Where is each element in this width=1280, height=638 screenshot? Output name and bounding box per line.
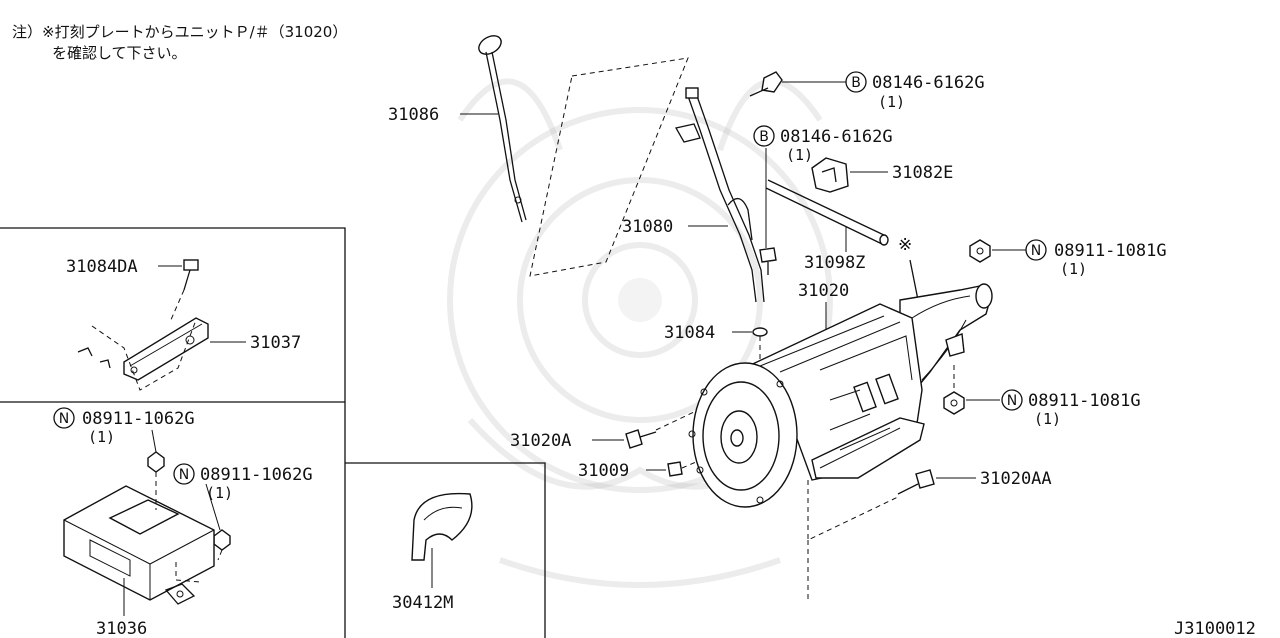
label-n4-number: 08911-1062G <box>200 465 313 485</box>
asterisk-mark: ※ <box>898 235 912 255</box>
shim-30412m <box>411 492 473 561</box>
bolt-31020a <box>625 429 657 449</box>
label-31020a: 31020A <box>510 431 571 451</box>
bolt-b1 <box>749 71 783 97</box>
n2-circle-icon <box>1001 389 1023 411</box>
label-31084da: 31084DA <box>66 257 138 277</box>
label-n2-number: 08911-1081G <box>1028 391 1141 411</box>
nut-n1 <box>969 239 991 263</box>
filler-tube-31080 <box>674 87 765 303</box>
watermark-emblem <box>447 78 833 588</box>
transmission-31020 <box>688 283 993 508</box>
label-31009: 31009 <box>578 461 629 481</box>
label-n2-qty: (1) <box>1034 410 1061 428</box>
label-31020aa: 31020AA <box>980 469 1052 489</box>
n4-prefix: N <box>179 467 189 483</box>
inset-borders <box>0 227 546 638</box>
bolt-31020aa <box>897 469 935 495</box>
n3-circle-icon <box>53 407 75 429</box>
n4-circle-icon <box>173 463 195 485</box>
bolt-31009 <box>667 461 683 477</box>
n1-circle-icon <box>1025 239 1047 261</box>
label-n4-qty: (1) <box>206 484 233 502</box>
b2-prefix: B <box>759 129 769 145</box>
dash-31020aa <box>807 480 901 541</box>
label-b2-number: 08146-6162G <box>780 127 893 147</box>
b1-prefix: B <box>851 75 861 91</box>
b2-circle-icon <box>753 125 775 147</box>
oring-31084 <box>752 327 768 337</box>
n3-prefix: N <box>59 411 69 427</box>
n1-prefix: N <box>1031 243 1041 259</box>
label-n1-qty: (1) <box>1060 260 1087 278</box>
label-n3-number: 08911-1062G <box>82 409 195 429</box>
dash-31020a <box>655 411 695 431</box>
label-31080: 31080 <box>622 217 673 237</box>
label-31082e: 31082E <box>892 163 953 183</box>
n2-prefix: N <box>1007 393 1017 409</box>
label-30412m: 30412M <box>392 593 453 613</box>
dipstick-31086 <box>478 35 527 223</box>
label-31086: 31086 <box>388 105 439 125</box>
bracket-31037 <box>77 317 209 391</box>
label-31084: 31084 <box>664 323 715 343</box>
leader-n3 <box>151 429 157 453</box>
label-n1-number: 08911-1081G <box>1054 241 1167 261</box>
dash-31084da <box>169 289 185 323</box>
label-31036: 31036 <box>96 619 147 638</box>
dash-31009 <box>681 461 697 469</box>
b1-circle-icon <box>845 71 867 93</box>
dipstick-zone-outline <box>529 57 689 277</box>
nut-n3 <box>147 451 165 473</box>
label-31098z: 31098Z <box>804 253 865 273</box>
diagram-id: J3100012 <box>1174 619 1256 638</box>
leader-n4 <box>205 483 221 531</box>
rod-31098z <box>765 179 889 246</box>
label-n3-qty: (1) <box>88 428 115 446</box>
label-b1-number: 08146-6162G <box>872 73 985 93</box>
control-module-31036 <box>63 472 223 605</box>
label-b1-qty: (1) <box>878 93 905 111</box>
nut-n2 <box>943 391 965 415</box>
bolt-b2 <box>759 247 777 275</box>
nut-n4 <box>213 529 231 551</box>
label-b2-qty: (1) <box>786 146 813 164</box>
label-31020: 31020 <box>798 281 849 301</box>
note-line-1: 注）※打刻プレートからユニットＰ/＃（31020） <box>12 23 347 41</box>
label-31037: 31037 <box>250 333 301 353</box>
clip-31082e <box>811 157 849 193</box>
note-line-2: を確認して下さい。 <box>52 44 187 62</box>
bolt-31084da <box>183 259 199 291</box>
